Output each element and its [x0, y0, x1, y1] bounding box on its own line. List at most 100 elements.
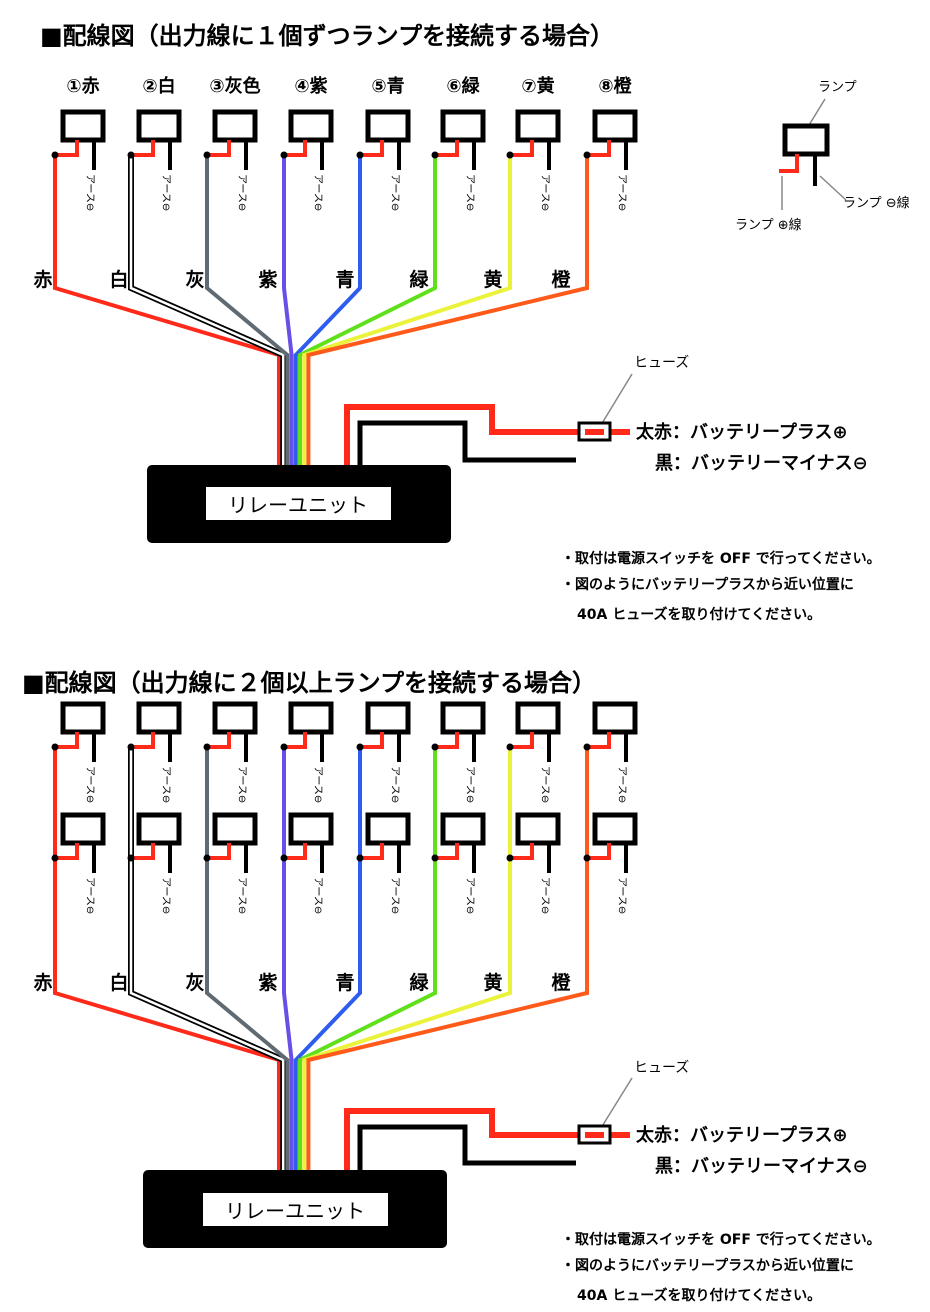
battery-minus-wire: [357, 420, 576, 466]
diagram1-lamp-5: アース⊖: [356, 109, 411, 211]
lamp-plus-wire: [55, 732, 79, 749]
diagram1-wires: [53, 155, 589, 465]
diagram2-lamp-7: アース⊖: [506, 701, 561, 803]
lamp-plus-wire: [587, 843, 611, 860]
note-1: ・取付は電源スイッチを OFF で行ってください。: [561, 550, 881, 567]
ground-label: アース⊖: [84, 174, 95, 211]
wire-2: [129, 747, 285, 1172]
junction-dot: [431, 743, 439, 751]
battery-minus-wire-2: [357, 1124, 576, 1172]
diagram1-lamp-6: アース⊖: [431, 109, 486, 211]
legend-plus-wire: [779, 154, 799, 173]
channel-header-1: ①赤: [66, 76, 99, 97]
channel-header-7: ⑦黄: [521, 75, 554, 97]
diagram2-lamp-1: アース⊖: [51, 701, 106, 803]
ground-label: アース⊖: [236, 766, 247, 803]
diagram2-lamp-1: アース⊖: [51, 812, 106, 914]
lamp-plus-wire: [131, 140, 155, 157]
wire-label-2: 白: [109, 268, 128, 291]
ground-label: アース⊖: [236, 877, 247, 914]
diagram2-lamp-2: アース⊖: [127, 812, 182, 914]
diagram1-lamp-2: アース⊖: [127, 109, 182, 211]
ground-label: アース⊖: [312, 877, 323, 914]
wire-label-6: 緑: [409, 971, 429, 994]
channel-header-3: ③灰色: [209, 75, 260, 97]
junction-dot: [203, 151, 211, 159]
ground-label: アース⊖: [160, 174, 171, 211]
junction-dot: [127, 743, 135, 751]
channel-header-text: ④紫: [294, 75, 327, 97]
junction-dot: [203, 854, 211, 862]
junction-dot: [356, 743, 364, 751]
channel-header-text: ①赤: [66, 76, 99, 97]
wire-label-2: 白: [109, 971, 128, 994]
diagram1-lamps: アース⊖赤①赤アース⊖白②白アース⊖灰③灰色アース⊖紫④紫アース⊖青⑤青アース⊖…: [33, 75, 638, 291]
diagram2-lamp-4: アース⊖: [280, 701, 334, 803]
diagram1-lamp-3: アース⊖: [203, 109, 258, 211]
lamp-plus-wire: [360, 140, 384, 157]
wire-8: [306, 155, 589, 465]
relay-unit-2: リレーユニット: [143, 1170, 447, 1248]
channel-header-text: ⑤青: [371, 76, 404, 97]
lamp-plus-wire: [360, 843, 384, 860]
lamp-plus-wire: [131, 843, 155, 860]
diagram2-lamp-3: アース⊖: [203, 701, 258, 803]
ground-label: アース⊖: [616, 174, 627, 211]
wire-5: [293, 747, 362, 1172]
diagram1-lamp-8: アース⊖: [583, 109, 638, 211]
wire-7: [302, 155, 512, 465]
diagram1-lamp-1: アース⊖: [51, 109, 106, 211]
diagram2-lamp-2: アース⊖: [127, 701, 182, 803]
diagram2-lamp-4: アース⊖: [280, 812, 334, 914]
note2-2: ・図のようにバッテリープラスから近い位置に: [561, 1257, 854, 1274]
junction-dot: [583, 854, 591, 862]
battery-plus-label: 太赤：バッテリープラス⊕: [636, 421, 848, 443]
lamp-plus-wire: [587, 732, 611, 749]
junction-dot: [431, 151, 439, 159]
ground-label: アース⊖: [539, 877, 550, 914]
diagram2-lamp-6: アース⊖: [431, 812, 486, 914]
diagram2-lamp-8: アース⊖: [583, 701, 638, 803]
channel-header-4: ④紫: [294, 75, 327, 97]
channel-header-text: ⑦黄: [521, 75, 554, 97]
channel-header-8: ⑧橙: [598, 75, 632, 97]
lamp-plus-wire: [435, 140, 459, 157]
channel-header-2: ②白: [142, 75, 175, 97]
diagram2-lamps: アース⊖アース⊖赤アース⊖アース⊖白アース⊖アース⊖灰アース⊖アース⊖紫アース⊖…: [33, 701, 638, 994]
lamp-plus-wire: [284, 732, 307, 749]
ground-label: アース⊖: [389, 174, 400, 211]
lamp-plus-wire: [510, 732, 534, 749]
ground-label: アース⊖: [616, 877, 627, 914]
wire-1: [53, 155, 281, 465]
lamp-plus-wire: [435, 732, 459, 749]
wire-1: [53, 747, 281, 1172]
wire-label-7: 黄: [483, 268, 502, 291]
wire-6: [298, 155, 437, 465]
channel-header-5: ⑤青: [371, 76, 404, 97]
junction-dot: [280, 854, 288, 862]
diagram1-notes: ・取付は電源スイッチを OFF で行ってください。 ・図のようにバッテリープラス…: [561, 550, 881, 623]
wire-2: [129, 155, 285, 465]
wire-label-1: 赤: [33, 972, 52, 994]
lamp-plus-wire: [207, 843, 231, 860]
lamp-plus-wire: [510, 843, 534, 860]
lamp-plus-wire: [510, 140, 534, 157]
wire-label-5: 青: [335, 972, 354, 994]
ground-label: アース⊖: [84, 877, 95, 914]
ground-label: アース⊖: [160, 766, 171, 803]
wire-label-3: 灰: [185, 268, 204, 291]
junction-dot: [583, 151, 591, 159]
diagram1-battery: ヒューズ 太赤：バッテリープラス⊕ 黒：バッテリーマイナス⊖: [344, 355, 868, 474]
channel-header-text: ②白: [142, 75, 175, 97]
battery-plus-wire-2: [344, 1108, 579, 1172]
wire-3: [205, 155, 290, 465]
ground-label: アース⊖: [464, 174, 475, 211]
junction-dot: [506, 151, 514, 159]
channel-header-text: ③灰色: [209, 75, 260, 97]
lamp-plus-wire: [435, 843, 459, 860]
wire-label-8: 橙: [551, 268, 571, 291]
legend-lamp-icon: [782, 123, 830, 157]
battery-plus-label-2: 太赤：バッテリープラス⊕: [636, 1124, 848, 1146]
junction-dot: [280, 151, 288, 159]
